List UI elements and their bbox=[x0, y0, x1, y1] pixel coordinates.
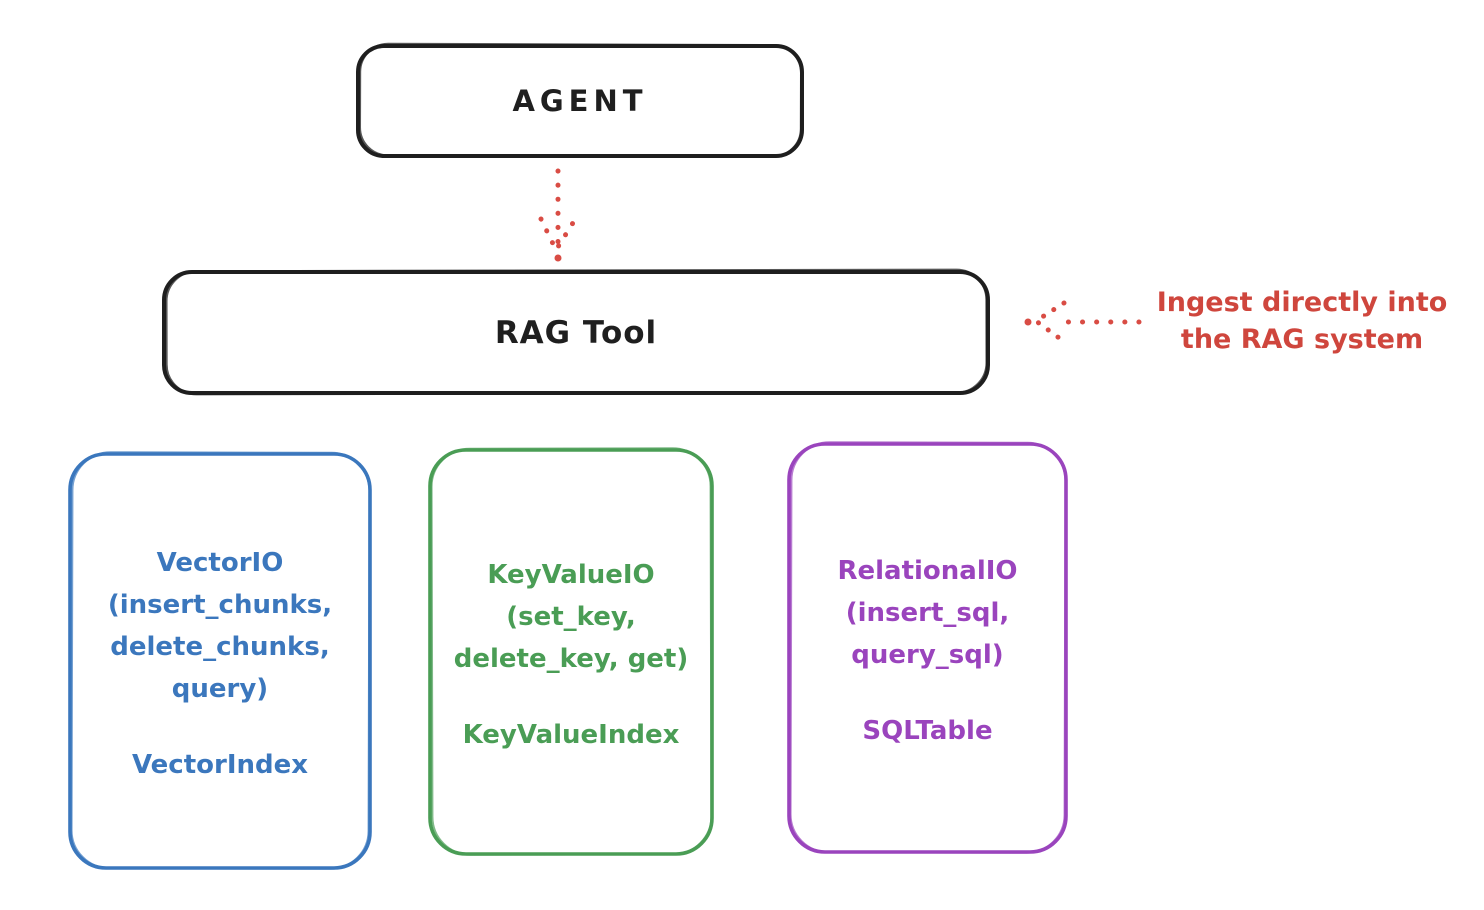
relational-io-box bbox=[787, 441, 1068, 854]
vector-io-methods-text: VectorIO (insert_chunks, delete_chunks, … bbox=[107, 548, 333, 704]
keyvalue-index-text: KeyValueIndex bbox=[462, 720, 680, 750]
rag-tool-box bbox=[162, 268, 990, 396]
sql-table-text: SQLTable bbox=[862, 716, 993, 746]
agent-box bbox=[356, 42, 804, 158]
annotation-arrow bbox=[1024, 300, 1142, 346]
vector-index-text: VectorIndex bbox=[131, 750, 309, 780]
vector-io-box bbox=[68, 451, 372, 870]
rag-tool-box-label: RAG Tool bbox=[494, 314, 658, 351]
keyvalue-io-box bbox=[428, 447, 714, 856]
keyvalue-io-methods-text: KeyValueIO (set_key, delete_key, get) bbox=[453, 560, 689, 674]
agent-to-rag-arrow bbox=[538, 168, 579, 262]
relational-io-module: RelationalIO (insert_sql, query_sql) SQL… bbox=[789, 444, 1066, 852]
keyvalue-io-module: KeyValueIO (set_key, delete_key, get) Ke… bbox=[430, 450, 712, 854]
ingest-annotation-text: Ingest directly into the RAG system bbox=[1156, 287, 1448, 355]
agent-box-label: AGENT bbox=[512, 84, 648, 118]
relational-io-methods-text: RelationalIO (insert_sql, query_sql) bbox=[837, 556, 1018, 670]
vector-io-module: VectorIO (insert_chunks, delete_chunks, … bbox=[70, 454, 370, 868]
